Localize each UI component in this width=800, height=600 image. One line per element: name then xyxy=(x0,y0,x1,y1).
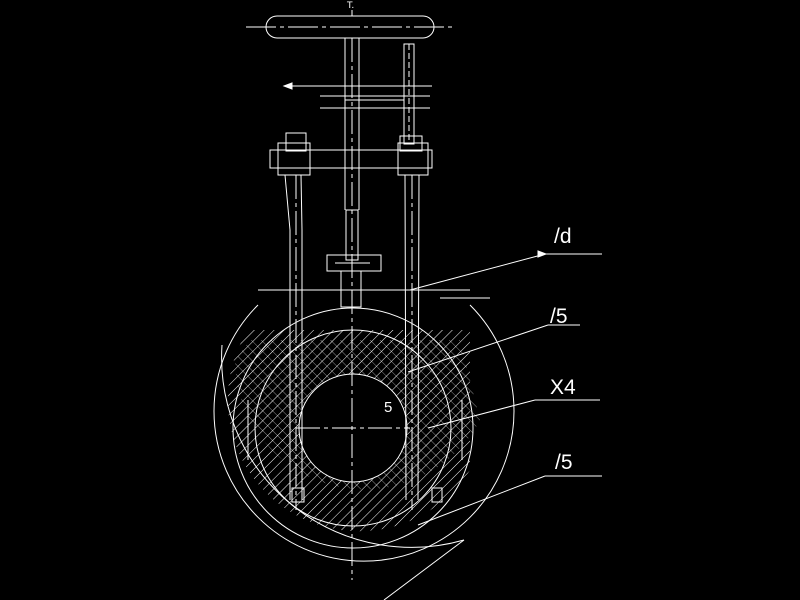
callout-x4: X4 xyxy=(550,376,576,399)
yoke-crossbar xyxy=(269,132,433,176)
indicator-rod xyxy=(282,43,432,145)
callout-5b: /5 xyxy=(555,451,573,474)
callout-5a: /5 xyxy=(550,305,568,328)
center-mark: 5 xyxy=(384,399,393,416)
hatched-body xyxy=(227,330,480,532)
handwheel xyxy=(246,10,452,39)
top-mark: T. xyxy=(347,1,355,11)
body-inner xyxy=(232,307,474,549)
callout-leaders xyxy=(407,250,602,526)
callout-d: /d xyxy=(554,225,572,248)
